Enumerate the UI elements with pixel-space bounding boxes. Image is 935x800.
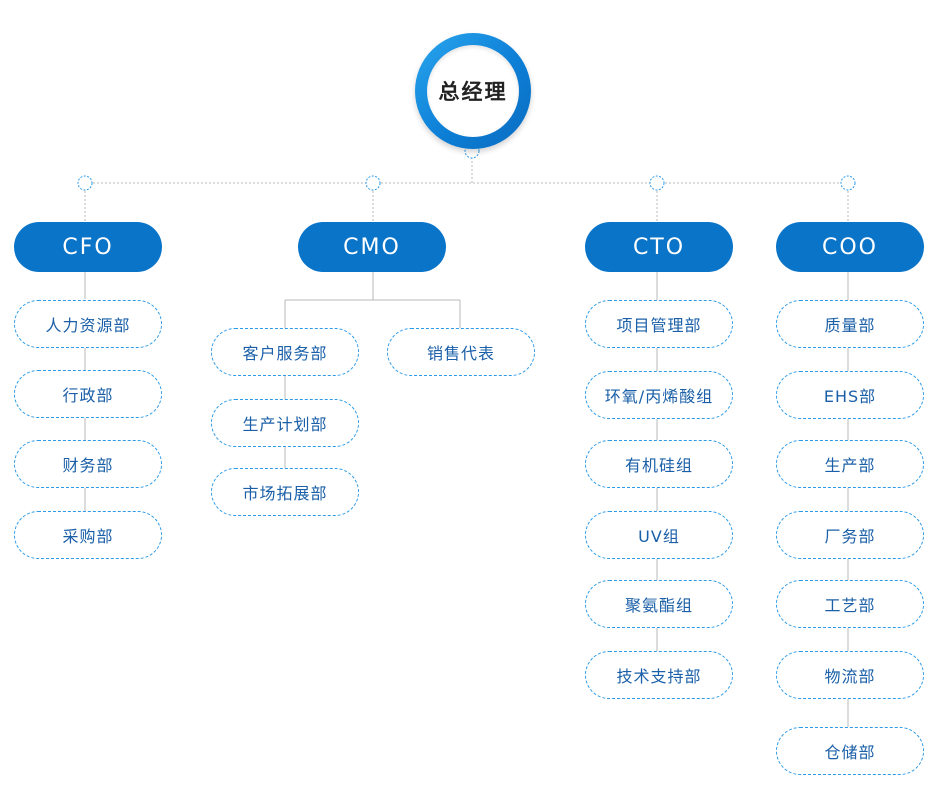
dept-label: 工艺部 xyxy=(824,596,876,615)
dept-label: 行政部 xyxy=(62,386,114,405)
dept-node: 行政部 xyxy=(14,370,162,418)
dept-label: 项目管理部 xyxy=(616,316,702,335)
root-node-label: 总经理 xyxy=(438,80,508,104)
dept-node: 人力资源部 xyxy=(14,300,162,348)
junction-dot xyxy=(365,175,381,191)
junction-dot xyxy=(840,175,856,191)
dept-node: 有机硅组 xyxy=(585,440,733,488)
dept-label: EHS部 xyxy=(823,387,877,406)
dept-label: 环氧/丙烯酸组 xyxy=(604,387,714,406)
dept-node: 物流部 xyxy=(776,651,924,699)
dept-node: 厂务部 xyxy=(776,511,924,559)
junction-dot xyxy=(649,175,665,191)
exec-node-cto: CTO xyxy=(585,222,733,272)
dept-label: 生产计划部 xyxy=(242,415,328,434)
dept-node: 质量部 xyxy=(776,300,924,348)
dept-label: 销售代表 xyxy=(426,344,495,363)
dept-node: 工艺部 xyxy=(776,580,924,628)
root-node-ring: 总经理 xyxy=(415,33,531,149)
dept-label: UV组 xyxy=(638,527,680,546)
dept-label: 人力资源部 xyxy=(45,316,131,335)
dept-label: 生产部 xyxy=(824,456,876,475)
exec-label: CMO xyxy=(343,234,401,260)
dept-node: 聚氨酯组 xyxy=(585,580,733,628)
dept-label: 物流部 xyxy=(824,667,876,686)
exec-label: CFO xyxy=(62,234,114,260)
dept-label: 质量部 xyxy=(824,316,876,335)
dept-label: 有机硅组 xyxy=(624,456,693,475)
dept-label: 市场拓展部 xyxy=(242,484,328,503)
dept-node: 财务部 xyxy=(14,440,162,488)
dept-node: EHS部 xyxy=(776,371,924,419)
dept-node: 环氧/丙烯酸组 xyxy=(585,371,733,419)
dept-label: 采购部 xyxy=(62,527,114,546)
exec-label: COO xyxy=(822,234,878,260)
dept-label: 客户服务部 xyxy=(242,344,328,363)
dept-node: 生产部 xyxy=(776,440,924,488)
dept-label: 仓储部 xyxy=(824,743,876,762)
dept-label: 聚氨酯组 xyxy=(624,596,693,615)
exec-node-coo: COO xyxy=(776,222,924,272)
dept-node: 市场拓展部 xyxy=(211,468,359,516)
dept-node: 技术支持部 xyxy=(585,651,733,699)
dept-node: 销售代表 xyxy=(387,328,535,376)
dept-node: 仓储部 xyxy=(776,727,924,775)
exec-node-cmo: CMO xyxy=(298,222,446,272)
dept-node: 客户服务部 xyxy=(211,328,359,376)
dept-node: UV组 xyxy=(585,511,733,559)
dept-label: 技术支持部 xyxy=(616,667,702,686)
dept-node: 生产计划部 xyxy=(211,399,359,447)
dept-node: 项目管理部 xyxy=(585,300,733,348)
dept-label: 财务部 xyxy=(62,456,114,475)
junction-dot xyxy=(77,175,93,191)
dept-label: 厂务部 xyxy=(824,527,876,546)
dept-node: 采购部 xyxy=(14,511,162,559)
exec-node-cfo: CFO xyxy=(14,222,162,272)
exec-label: CTO xyxy=(632,234,686,260)
root-node: 总经理 xyxy=(427,45,519,137)
